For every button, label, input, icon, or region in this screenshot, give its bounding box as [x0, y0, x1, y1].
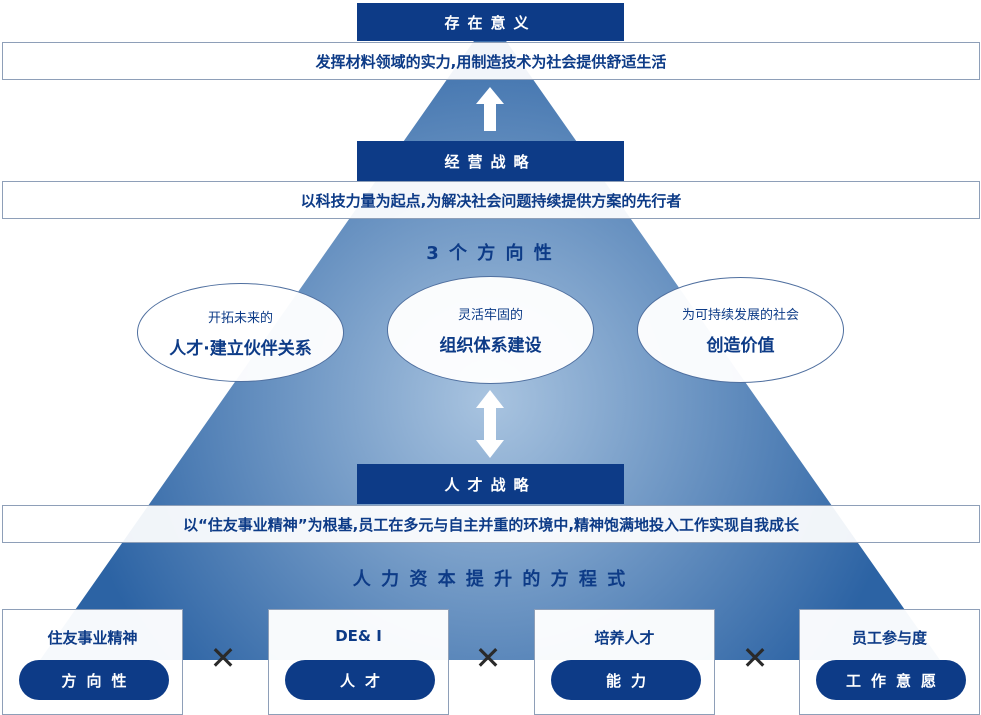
direction-2-title: 组织体系建设: [439, 336, 542, 356]
formula-card-4: 员工参与度 工作意愿: [799, 609, 980, 715]
formula-card-2: DE& I 人才: [268, 609, 449, 715]
purpose-statement: 发挥材料领域的实力,用制造技术为社会提供舒适生活: [2, 42, 980, 80]
formula-card-1-title: 住友事业精神: [47, 629, 138, 647]
double-arrow-icon: [476, 390, 504, 458]
direction-2-subtitle: 灵活牢固的: [457, 308, 523, 323]
formula-card-3-pill: 能力: [551, 660, 701, 700]
multiply-icon-1: ✕: [209, 639, 237, 677]
direction-ellipse-1: 开拓未来的 人才·建立伙伴关系: [137, 283, 344, 382]
strategy-statement: 以科技力量为起点,为解决社会问题持续提供方案的先行者: [2, 181, 980, 219]
direction-ellipse-2: 灵活牢固的 组织体系建设: [387, 276, 594, 384]
directions-title: 3 个 方 向 性: [426, 243, 554, 264]
hr-strategy-statement: 以“住友事业精神”为根基,员工在多元与自主并重的环境中,精神饱满地投入工作实现自…: [2, 505, 980, 543]
formula-card-3: 培养人才 能力: [534, 609, 715, 715]
hr-strategy-header: 人才战略: [357, 464, 624, 504]
direction-3-subtitle: 为可持续发展的社会: [681, 308, 799, 323]
direction-3-title: 创造价值: [706, 336, 775, 356]
strategy-header: 经营战略: [357, 141, 624, 181]
formula-card-3-title: 培养人才: [594, 629, 655, 647]
formula-card-2-pill: 人才: [285, 660, 435, 700]
purpose-header: 存在意义: [357, 3, 624, 41]
formula-card-1: 住友事业精神 方向性: [2, 609, 183, 715]
formula-card-4-title: 员工参与度: [851, 629, 927, 647]
multiply-icon-3: ✕: [741, 639, 769, 677]
formula-card-2-title: DE& I: [335, 627, 382, 645]
direction-ellipse-3: 为可持续发展的社会 创造价值: [637, 277, 844, 383]
formula-card-4-pill: 工作意愿: [816, 660, 966, 700]
formula-title: 人 力 资 本 提 升 的 方 程 式: [352, 569, 628, 590]
up-arrow-icon: [476, 87, 504, 131]
formula-card-1-pill: 方向性: [19, 660, 169, 700]
direction-1-title: 人才·建立伙伴关系: [169, 338, 312, 359]
multiply-icon-2: ✕: [474, 639, 502, 677]
direction-1-subtitle: 开拓未来的: [207, 310, 273, 326]
